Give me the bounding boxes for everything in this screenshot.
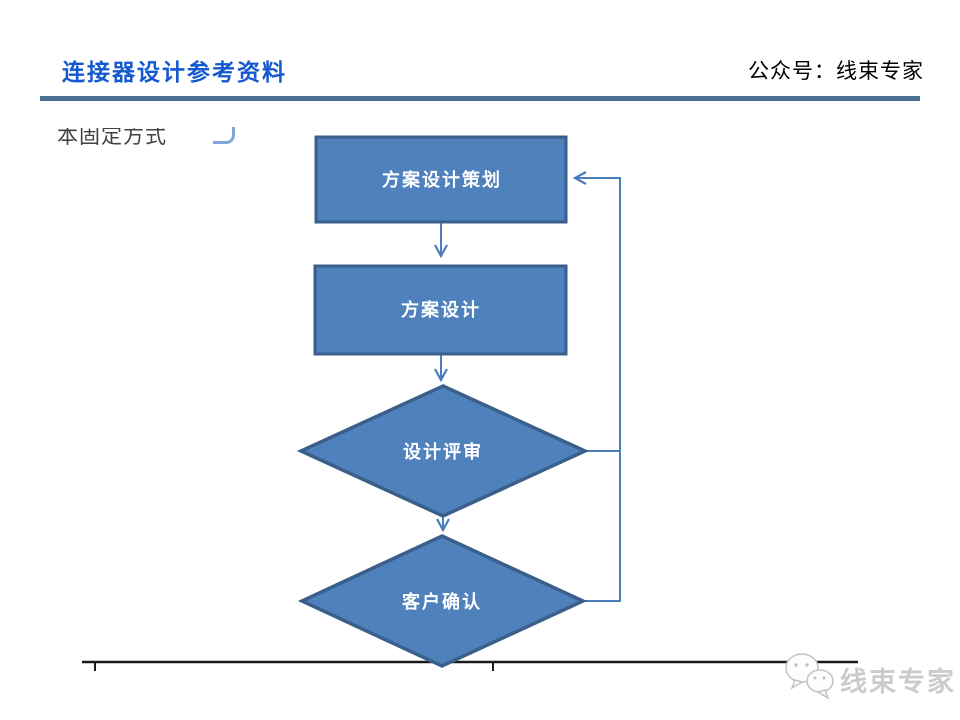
header-divider: [40, 96, 920, 101]
node-confirm: [297, 534, 588, 668]
node-design-label: 方案设计: [401, 299, 481, 321]
watermark: 线束专家: [783, 650, 956, 705]
connector-feedback-loop: [572, 171, 621, 602]
node-plan: [314, 135, 568, 224]
clipped-shape-corner: [213, 127, 235, 144]
node-review: [296, 384, 590, 518]
node-design: [313, 264, 568, 356]
official-account-label: 公众号：线束专家: [748, 59, 924, 83]
clipped-text-fragment: 本固定方式: [57, 128, 167, 148]
node-plan-label: 方案设计策划: [382, 169, 502, 191]
node-confirm-label: 客户确认: [402, 591, 482, 613]
page-title: 连接器设计参考资料: [62, 60, 287, 86]
wechat-bubbles-icon: [785, 653, 834, 700]
watermark-text: 线束专家: [840, 667, 956, 698]
node-review-label: 设计评审: [403, 441, 483, 463]
